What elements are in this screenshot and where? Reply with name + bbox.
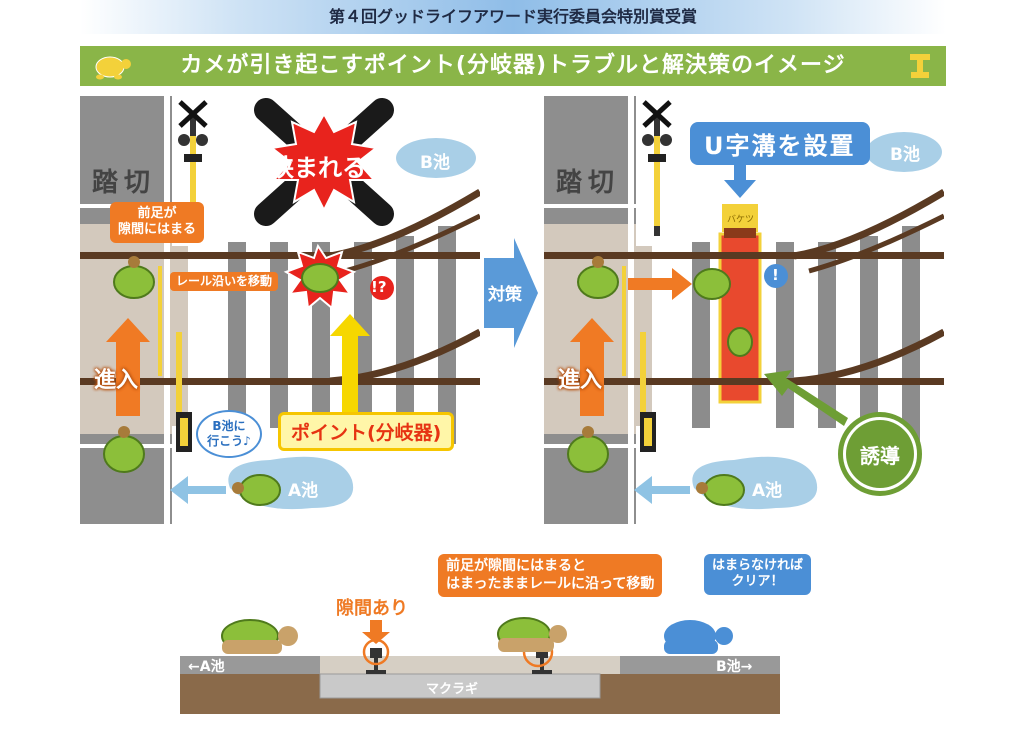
- turtle-icon: [664, 620, 733, 654]
- turtle-icon: [221, 619, 298, 654]
- turtle-icon: [113, 256, 155, 299]
- page-title: カメが引き起こすポイント(分岐器)トラブルと解決策のイメージ: [80, 46, 946, 86]
- crossing-gate-icon: [176, 332, 192, 452]
- entry-label: 進入: [558, 368, 603, 393]
- problem-panel: 踏切 B池 A池 前足が 隙間にはまる レール沿いを移動 挟まれる !? ポイン…: [80, 96, 480, 524]
- speech-bubble: B池に 行こう♪: [196, 410, 262, 458]
- turtle-icon: [567, 426, 609, 473]
- clear-callout: はまらなければ クリア！: [704, 554, 812, 595]
- surprise-mark: !?: [371, 278, 387, 296]
- guide-label: 誘導: [846, 420, 914, 488]
- crossing-label: 踏切: [92, 168, 157, 198]
- turtle-icon: [497, 617, 567, 652]
- award-banner: 第４回グッドライフアワード実行委員会特別賞受賞: [80, 0, 946, 34]
- pond-a-label: A池: [288, 481, 319, 501]
- move-callout: 前足が隙間にはまると はまったままレールに沿って移動: [438, 554, 663, 597]
- solution-panel: 踏切 B池 A池 U字溝を設置 バケツ ! 進入 誘導: [544, 96, 944, 524]
- title-text: カメが引き起こすポイント(分岐器)トラブルと解決策のイメージ: [180, 53, 846, 78]
- crossing-label: 踏切: [556, 168, 621, 198]
- squeezed-label: 挟まれる: [270, 154, 366, 182]
- countermeasure-arrow-icon: [484, 238, 538, 348]
- turtle-icon: [727, 327, 753, 357]
- gap-label: 隙間あり: [336, 598, 408, 619]
- crossing-signal-icon: [642, 100, 672, 236]
- turtle-icon: [301, 263, 339, 293]
- crossing-signal-icon: [178, 100, 208, 236]
- front-leg-callout: 前足が 隙間にはまる: [110, 202, 205, 243]
- countermeasure-label: 対策: [488, 285, 522, 305]
- move-along-rail-label: レール沿いを移動: [170, 272, 279, 291]
- crossing-gate-icon: [640, 332, 656, 452]
- pond-b-label: B池: [890, 145, 920, 165]
- exclaim-mark: !: [772, 266, 779, 284]
- solution-scene: [544, 96, 944, 524]
- bucket-label: バケツ: [727, 215, 755, 225]
- to-pond-b-label: B池→: [716, 659, 753, 675]
- problem-scene: [80, 96, 480, 524]
- u-ditch-callout: U字溝を設置: [690, 122, 870, 165]
- cross-section: 隙間あり 前足が隙間にはまると はまったままレールに沿って移動 はまらなければ …: [180, 540, 812, 720]
- turtle-icon: [103, 426, 145, 473]
- pond-a-label: A池: [752, 481, 783, 501]
- turtle-icon: [232, 474, 281, 506]
- pond-b-label: B池: [420, 153, 450, 173]
- turtle-icon: [693, 268, 731, 300]
- turtle-icon: [95, 56, 131, 80]
- guide-badge: 誘導: [838, 412, 922, 496]
- to-pond-a-label: ←A池: [188, 659, 225, 675]
- rail-icon: [910, 54, 930, 78]
- turtle-icon: [696, 474, 745, 506]
- point-callout: ポイント(分岐器): [278, 412, 455, 451]
- turtle-icon: [577, 256, 619, 299]
- entry-label: 進入: [94, 368, 139, 393]
- cross-section-scene: [180, 617, 780, 714]
- sleeper-label: マクラギ: [426, 682, 479, 697]
